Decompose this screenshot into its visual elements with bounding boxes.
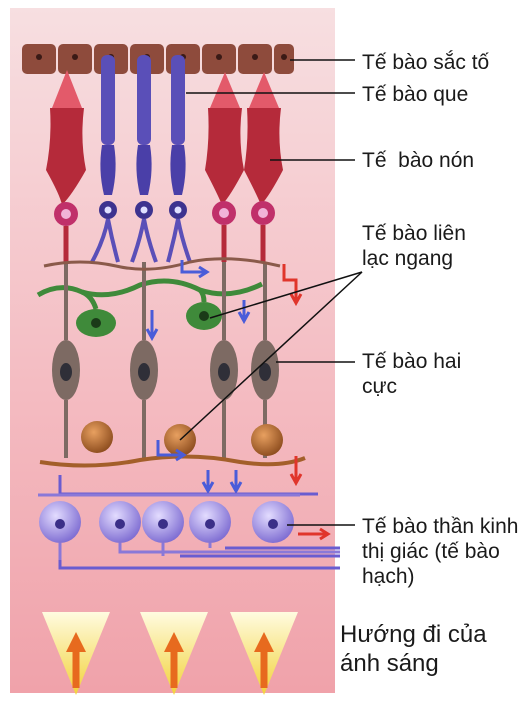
label-cone-cell: Tế bào nón bbox=[362, 148, 522, 173]
pigment-cells bbox=[22, 44, 294, 74]
amacrine-cell bbox=[251, 424, 283, 456]
rod-cells bbox=[92, 55, 190, 262]
amacrine-cell bbox=[81, 421, 113, 453]
label-light-direction: Hướng đi của ánh sáng bbox=[340, 620, 520, 678]
light-direction-markers bbox=[42, 612, 298, 695]
label-rod-cell: Tế bào que bbox=[362, 82, 468, 107]
label-pigment-cell: Tế bào sắc tố bbox=[362, 50, 489, 75]
label-bipolar-cell: Tế bào hai cực bbox=[362, 349, 492, 399]
label-ganglion-cell: Tế bào thần kinh thị giác (tế bào hạch) bbox=[362, 514, 527, 589]
label-horizontal-cell: Tế bào liên lạc ngang bbox=[362, 221, 492, 271]
